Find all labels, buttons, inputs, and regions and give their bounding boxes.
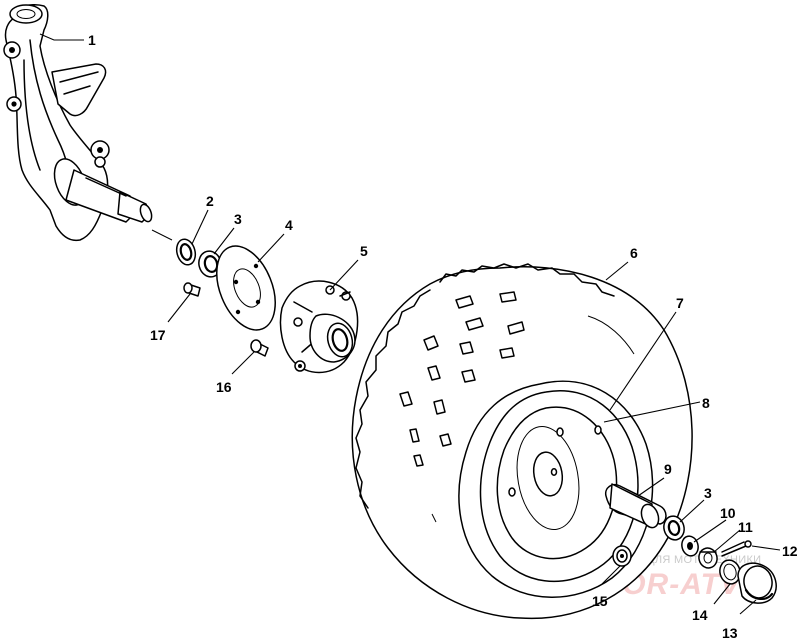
part-spacer: [604, 483, 667, 529]
part-hub-cap: [737, 562, 777, 604]
leader-lines: [39, 33, 781, 615]
part-tire: [351, 263, 693, 620]
callout-4: 4: [285, 217, 293, 233]
part-seal: [175, 238, 197, 266]
callout-6: 6: [630, 245, 638, 261]
callout-1: 1: [88, 32, 96, 48]
callout-15: 15: [592, 593, 608, 609]
part-bearing-outer: [663, 515, 685, 541]
callout-8: 8: [702, 395, 710, 411]
callout-12: 12: [782, 543, 798, 559]
part-steering-knuckle: [3, 4, 153, 242]
callout-3-lower: 3: [704, 485, 712, 501]
part-washer: [681, 535, 699, 557]
part-brake-disc: [216, 245, 276, 331]
callout-labels: 1 2 3 4 5 6 7 8 9 3 10 11 12 13 14 15 16…: [88, 32, 798, 641]
callout-3-upper: 3: [234, 211, 242, 227]
callout-14: 14: [692, 607, 708, 623]
callout-11: 11: [738, 519, 753, 535]
part-wheel-hub: [279, 280, 359, 374]
tire-tread-blocks: [399, 291, 525, 467]
callout-5: 5: [360, 243, 368, 259]
callout-2: 2: [206, 193, 214, 209]
part-stud: [183, 282, 201, 297]
callout-13: 13: [722, 625, 738, 641]
part-wheel-stud: [250, 339, 269, 357]
part-lug-nut: [612, 545, 632, 567]
callout-16: 16: [216, 379, 232, 395]
part-cotter-pin: [721, 540, 752, 557]
callout-7: 7: [676, 295, 684, 311]
callout-10: 10: [720, 505, 736, 521]
callout-9: 9: [664, 461, 672, 477]
part-castle-nut: [698, 547, 718, 569]
callout-17: 17: [150, 327, 166, 343]
